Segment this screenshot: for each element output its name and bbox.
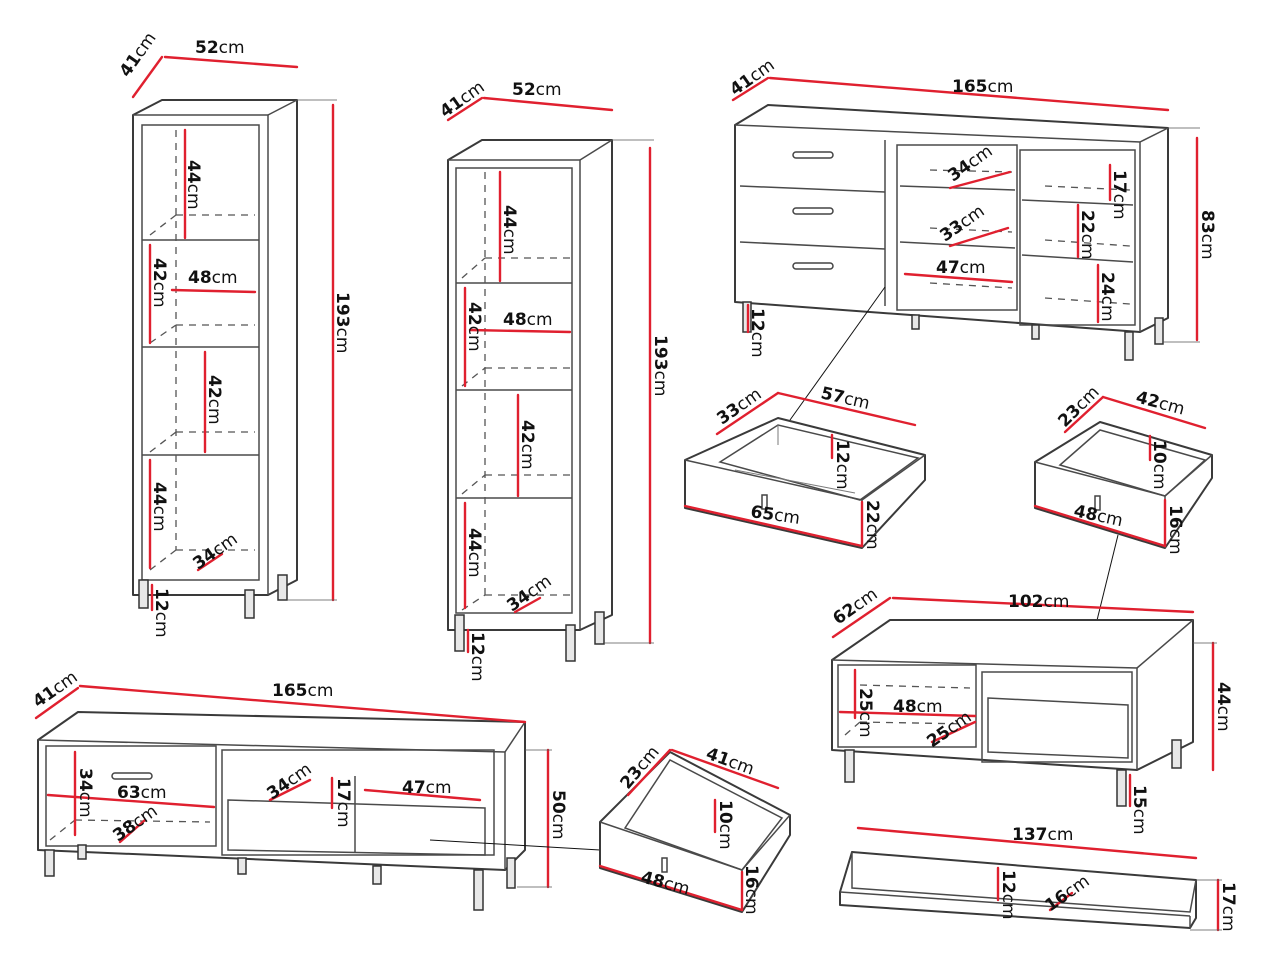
coffee-table: 62cm 102cm 44cm 25cm 48cm 25cm 15cm xyxy=(829,584,1233,834)
leg xyxy=(244,589,255,619)
label-depth: 41cm xyxy=(116,29,161,81)
leg xyxy=(277,574,288,601)
label-front-height: 22cm xyxy=(862,500,882,550)
leader-line xyxy=(789,286,886,421)
tall-cabinet-right: 41cm 52cm 193cm 44cm 48cm 42cm 42cm 44cm… xyxy=(436,77,670,681)
label-legs: 12cm xyxy=(747,308,767,358)
drawer-handle xyxy=(792,207,834,215)
label-height: 50cm xyxy=(548,790,568,840)
label-front-width: 65cm xyxy=(749,502,801,529)
label-total-height: 17cm xyxy=(1218,882,1238,932)
leader-line xyxy=(429,839,601,851)
label-width: 165cm xyxy=(272,681,333,701)
tv-drawer: 23cm 41cm 10cm 48cm 16cm xyxy=(598,742,791,915)
label-height: 193cm xyxy=(332,292,352,353)
leg xyxy=(473,869,484,911)
label-height: 44cm xyxy=(1213,682,1233,732)
label-shelf-top: 44cm xyxy=(183,160,203,210)
label-legs: 12cm xyxy=(467,632,487,682)
leg xyxy=(1171,739,1182,769)
label-compartment-height: 17cm xyxy=(333,778,353,828)
label-inner-height: 12cm xyxy=(832,440,852,490)
label-width: 102cm xyxy=(1008,592,1069,612)
label-compartment-1: 17cm xyxy=(1109,170,1129,220)
leg xyxy=(1116,769,1127,807)
label-inner-width: 47cm xyxy=(402,778,452,798)
leg xyxy=(506,857,516,889)
drawer-handle xyxy=(792,151,834,159)
wall-shelf: 137cm 12cm 16cm 17cm xyxy=(839,825,1238,932)
label-shelf-height: 25cm xyxy=(855,688,875,738)
leg xyxy=(77,844,87,860)
label-width: 165cm xyxy=(952,77,1013,97)
label-inner-height: 10cm xyxy=(715,800,735,850)
label-shelf-2: 42cm xyxy=(149,258,169,308)
leg xyxy=(844,749,855,783)
drawer-handle xyxy=(111,772,153,780)
cabinet-body xyxy=(447,139,613,631)
label-shelf-bottom: 44cm xyxy=(149,482,169,532)
tall-cabinet-left: 41cm 52cm 193cm 44cm 48cm 42cm 42cm 44cm… xyxy=(116,29,352,638)
label-height: 193cm xyxy=(650,335,670,396)
drawer-handle xyxy=(1094,495,1101,511)
leg xyxy=(237,857,247,875)
label-inner-height: 10cm xyxy=(1149,440,1169,490)
label-height: 83cm xyxy=(1197,210,1217,260)
sideboard: 41cm 165cm 83cm 34cm 33cm 47cm 17cm 22cm… xyxy=(726,55,1217,421)
label-width: 137cm xyxy=(1012,825,1073,845)
label-height: 12cm xyxy=(998,870,1018,920)
drawer-handle xyxy=(792,262,834,270)
label-shelf-width: 48cm xyxy=(503,310,553,330)
leg xyxy=(44,849,55,877)
label-width: 52cm xyxy=(512,80,562,100)
leg xyxy=(1124,331,1134,361)
label-front-height: 16cm xyxy=(1165,505,1185,555)
label-shelf-2: 42cm xyxy=(464,302,484,352)
label-front-width: 48cm xyxy=(1072,501,1125,531)
label-compartment-2: 22cm xyxy=(1077,210,1097,260)
sideboard-body xyxy=(734,104,1169,333)
drawer-handle xyxy=(761,494,768,510)
tv-stand-body xyxy=(37,711,526,871)
label-left-width: 63cm xyxy=(117,783,167,803)
leg xyxy=(454,614,465,652)
drawer-handle xyxy=(661,857,668,873)
leg xyxy=(1154,317,1164,345)
leg xyxy=(372,865,382,885)
leg xyxy=(565,624,576,662)
leg xyxy=(594,611,605,645)
label-shelf-width: 48cm xyxy=(893,697,943,717)
label-legs: 12cm xyxy=(151,588,171,638)
leg xyxy=(1031,324,1040,340)
label-legs: 15cm xyxy=(1129,785,1149,835)
label-inner-width: 47cm xyxy=(936,258,986,278)
sideboard-drawer: 33cm 57cm 12cm 65cm 22cm xyxy=(683,383,926,550)
leg xyxy=(138,579,149,609)
label-shelf-3: 42cm xyxy=(204,375,224,425)
label-front-width: 48cm xyxy=(639,868,692,900)
label-shelf-bottom: 44cm xyxy=(464,528,484,578)
label-compartment-3: 24cm xyxy=(1097,272,1117,322)
label-front-height: 16cm xyxy=(741,865,761,915)
label-shelf-width: 48cm xyxy=(188,268,238,288)
coffee-table-body xyxy=(831,619,1194,771)
label-left-height: 34cm xyxy=(75,768,95,818)
label-shelf-top: 44cm xyxy=(499,205,519,255)
small-drawer: 23cm 42cm 10cm 48cm 16cm xyxy=(1033,382,1213,731)
tv-stand: 41cm 165cm 50cm 34cm 63cm 38cm 34cm 17cm… xyxy=(29,667,601,911)
label-width: 52cm xyxy=(195,38,245,58)
leg xyxy=(911,314,920,330)
label-shelf-3: 42cm xyxy=(517,420,537,470)
